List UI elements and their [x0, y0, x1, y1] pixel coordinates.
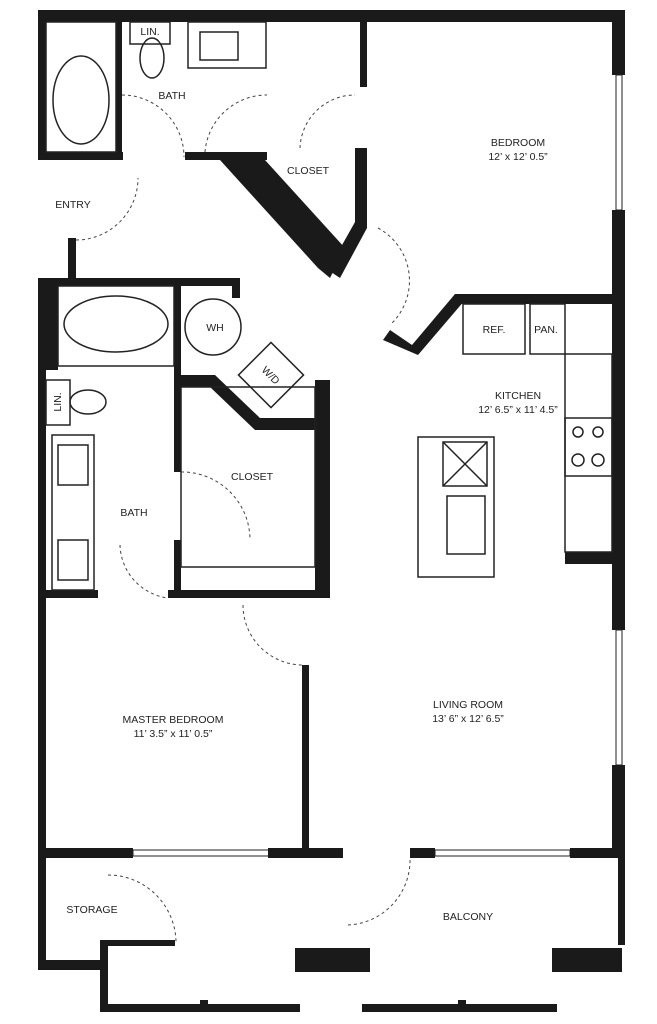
label-closet-master: CLOSET: [231, 471, 274, 483]
label-refrigerator: REF.: [483, 324, 506, 336]
label-linen-top: LIN.: [140, 26, 159, 38]
label-master-bedroom-dim: 11’ 3.5” x 11’ 0.5”: [134, 728, 213, 740]
bathtub-top: [52, 55, 110, 145]
label-entry: ENTRY: [55, 199, 90, 211]
island-sink: [446, 495, 486, 555]
label-bedroom-dim: 12’ x 12’ 0.5”: [488, 151, 548, 163]
label-living-room-dim: 13’ 6” x 12’ 6.5”: [432, 713, 504, 725]
sink-master-1: [57, 444, 89, 486]
label-linen-master: LIN.: [52, 392, 64, 411]
dishwasher: [442, 441, 488, 487]
toilet-master: [69, 389, 107, 415]
label-living-room: LIVING ROOM: [433, 699, 503, 711]
label-kitchen: KITCHEN: [495, 390, 541, 402]
label-pantry: PAN.: [534, 324, 558, 336]
label-bath-master: BATH: [120, 507, 147, 519]
door-swings: [75, 94, 411, 943]
kitchen-counter: [564, 353, 613, 553]
label-bath-top: BATH: [158, 90, 185, 102]
sink-master-2: [57, 539, 89, 581]
water-heater: [184, 298, 242, 356]
toilet-top: [139, 37, 165, 79]
pantry: [529, 303, 566, 355]
label-balcony: BALCONY: [443, 911, 493, 923]
label-master-bedroom: MASTER BEDROOM: [123, 714, 224, 726]
label-storage: STORAGE: [66, 904, 117, 916]
sink-top: [199, 31, 239, 61]
refrigerator: [462, 303, 526, 355]
label-bedroom: BEDROOM: [491, 137, 545, 149]
stove: [564, 417, 613, 477]
label-kitchen-dim: 12’ 6.5” x 11’ 4.5”: [478, 404, 558, 416]
label-washer-dryer: W/D: [259, 364, 282, 387]
room-labels: BATH LIN. CLOSET BEDROOM 12’ x 12’ 0.5” …: [52, 26, 558, 923]
bathtub-master: [63, 295, 169, 353]
washer-dryer: [237, 341, 305, 409]
walls: [38, 10, 625, 1012]
fixtures: [45, 21, 613, 591]
label-closet-top: CLOSET: [287, 165, 330, 177]
kitchen-island: [417, 436, 495, 578]
label-water-heater: WH: [206, 322, 224, 334]
